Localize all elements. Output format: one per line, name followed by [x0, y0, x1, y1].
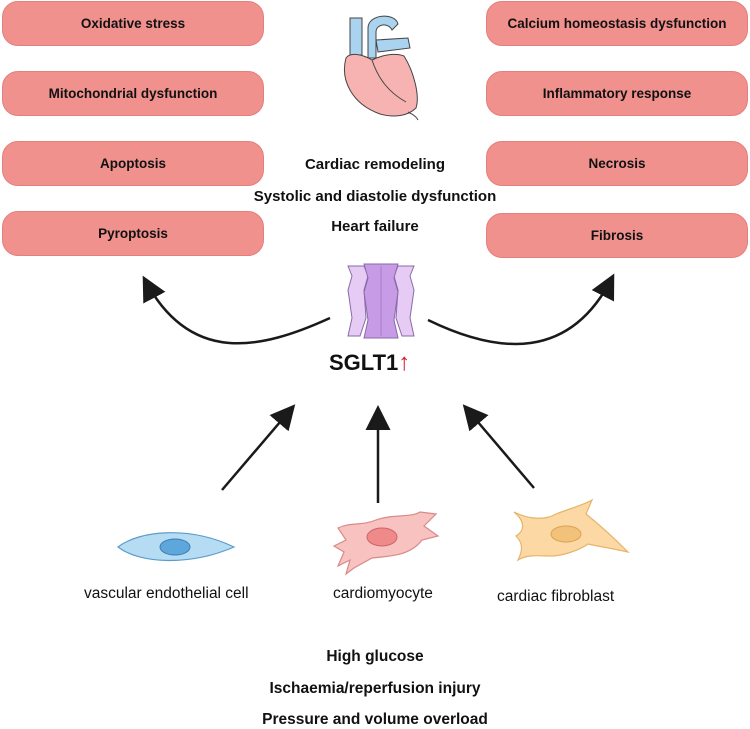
stimulus-pressure-volume-overload: Pressure and volume overload [262, 711, 488, 728]
sglt1-label: SGLT1↑ [329, 349, 410, 377]
effect-label: Mitochondrial dysfunction [48, 86, 218, 101]
stimulus-ischaemia-reperfusion: Ischaemia/reperfusion injury [269, 680, 481, 697]
cell-label-endothelial: vascular endothelial cell [84, 585, 249, 602]
arrow-to-right-effects [427, 273, 615, 346]
endothelial-cell-icon [117, 532, 236, 562]
cell-label-fibroblast: cardiac fibroblast [497, 588, 615, 605]
effect-box-mitochondrial-dysfunction: Mitochondrial dysfunction [2, 71, 264, 116]
effect-label: Apoptosis [100, 156, 166, 171]
effect-label: Calcium homeostasis dysfunction [507, 16, 727, 31]
cardiomyocyte-icon [332, 511, 440, 576]
sglt1-text: SGLT1 [329, 350, 399, 375]
effect-box-calcium-homeostasis: Calcium homeostasis dysfunction [486, 1, 748, 46]
effect-box-inflammatory-response: Inflammatory response [486, 71, 748, 116]
effect-box-fibrosis: Fibrosis [486, 213, 748, 258]
cell-label-cardiomyocyte: cardiomyocyte [333, 585, 433, 602]
effect-box-oxidative-stress: Oxidative stress [2, 1, 264, 46]
up-arrow-icon: ↑ [398, 349, 411, 376]
effect-label: Inflammatory response [542, 86, 692, 101]
outcome-systolic-diastolic-dysfunction: Systolic and diastolie dysfunction [253, 188, 497, 205]
stimulus-high-glucose: High glucose [326, 648, 424, 665]
effect-label: Fibrosis [590, 228, 644, 243]
effect-box-necrosis: Necrosis [486, 141, 748, 186]
effect-label: Necrosis [588, 156, 646, 171]
arrow-from-endothelial [221, 404, 296, 491]
effect-label: Oxidative stress [80, 16, 186, 31]
outcome-heart-failure: Heart failure [331, 218, 419, 235]
arrow-from-fibroblast [462, 404, 535, 489]
outcome-cardiac-remodeling: Cardiac remodeling [304, 156, 446, 173]
fibroblast-icon [513, 498, 630, 562]
arrow-to-left-effects [142, 275, 331, 345]
effect-box-apoptosis: Apoptosis [2, 141, 264, 186]
effect-box-pyroptosis: Pyroptosis [2, 211, 264, 256]
effect-label: Pyroptosis [98, 226, 168, 241]
